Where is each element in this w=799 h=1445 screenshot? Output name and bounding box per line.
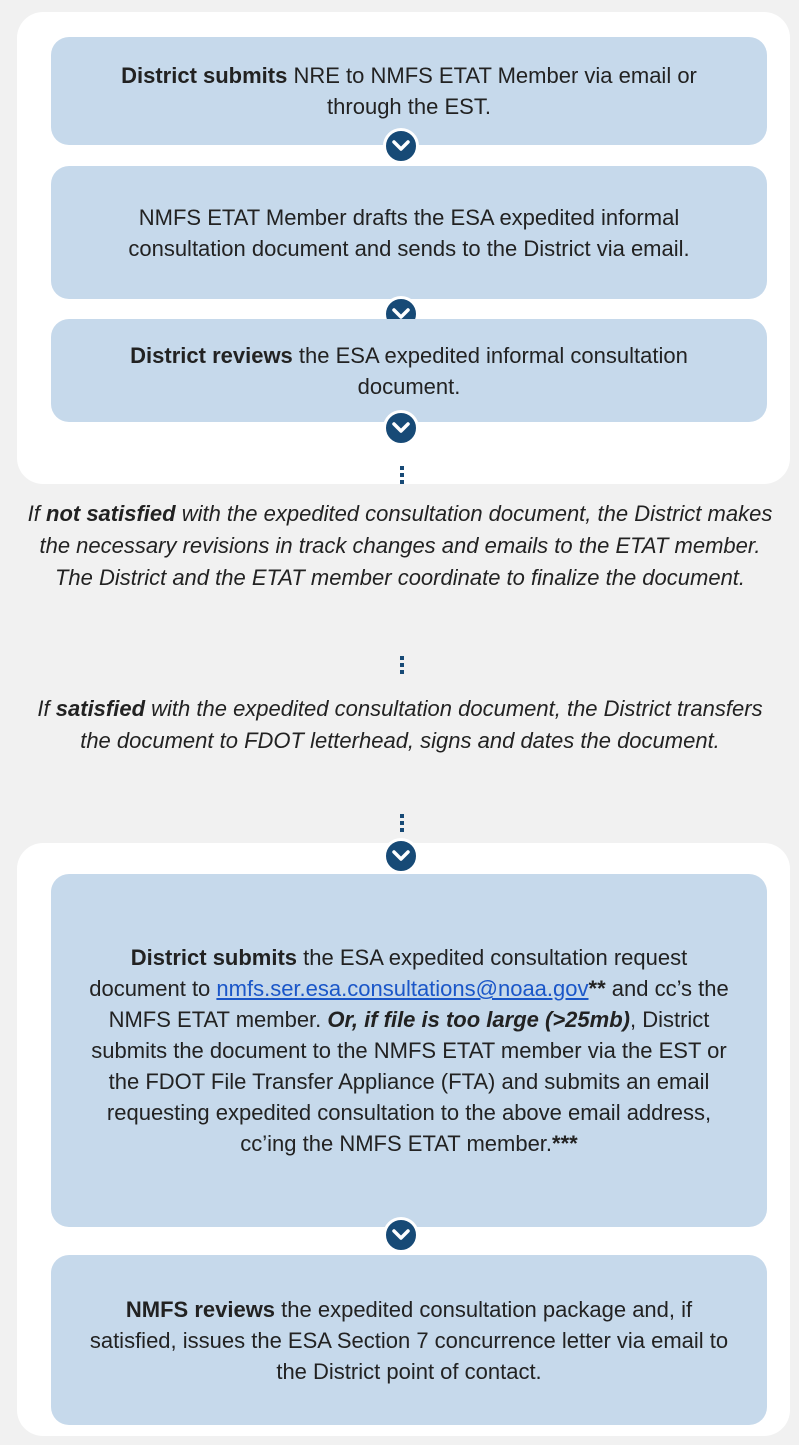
dotted-connector: [400, 656, 404, 676]
step-4-emphasis: Or, if file is too large (>25mb): [327, 1007, 630, 1032]
step-district-reviews: District reviews the ESA expedited infor…: [51, 319, 767, 422]
chevron-down-icon: [383, 128, 419, 164]
step-3-text: the ESA expedited informal consultation …: [292, 342, 688, 399]
condition-satisfied-text: with the expedited consultation document…: [80, 696, 763, 753]
step-4-bold: District submits: [130, 945, 298, 970]
condition-satisfied: If satisfied with the expedited consulta…: [24, 693, 776, 757]
step-nmfs-reviews: NMFS reviews the expedited consultation …: [51, 1255, 767, 1425]
condition-satisfied-bold: satisfied: [55, 696, 146, 721]
step-5-text: the expedited consultation package and, …: [89, 1296, 729, 1384]
step-3-bold: District reviews: [130, 342, 293, 368]
step-etat-drafts-document: NMFS ETAT Member drafts the ESA expedite…: [51, 166, 767, 299]
step-1-bold: District submits: [121, 63, 288, 88]
condition-not-satisfied-pre: If: [27, 501, 46, 526]
step-district-submits-nre: District submits NRE to NMFS ETAT Member…: [51, 37, 767, 145]
step-4-text-2: and cc’s the NMFS ETAT member.: [108, 976, 729, 1032]
dotted-connector: [400, 814, 404, 834]
condition-not-satisfied-bold: not satisfied: [46, 501, 176, 526]
dotted-connector: [400, 466, 404, 486]
condition-not-satisfied-text: with the expedited consultation document…: [39, 501, 773, 590]
step-5-bold: NMFS reviews: [125, 1296, 276, 1322]
step-4-stars-2: ***: [552, 1131, 578, 1156]
step-1-text: NRE to NMFS ETAT Member via email or thr…: [287, 63, 697, 119]
step-4-text-1: the ESA expedited consultation request d…: [89, 945, 688, 1001]
step-4-stars: **: [588, 976, 606, 1001]
condition-not-satisfied: If not satisfied with the expedited cons…: [24, 498, 776, 594]
step-district-submits-request: District submits the ESA expedited consu…: [51, 874, 767, 1227]
chevron-down-icon: [383, 1217, 419, 1253]
chevron-down-icon: [383, 410, 419, 446]
consultation-email-link[interactable]: nmfs.ser.esa.consultations@noaa.gov: [216, 976, 589, 1001]
step-2-text: NMFS ETAT Member drafts the ESA expedite…: [128, 204, 690, 261]
condition-satisfied-pre: If: [37, 696, 56, 721]
chevron-down-icon: [383, 838, 419, 874]
step-4-text-3: , District submits the document to the N…: [91, 1007, 727, 1156]
